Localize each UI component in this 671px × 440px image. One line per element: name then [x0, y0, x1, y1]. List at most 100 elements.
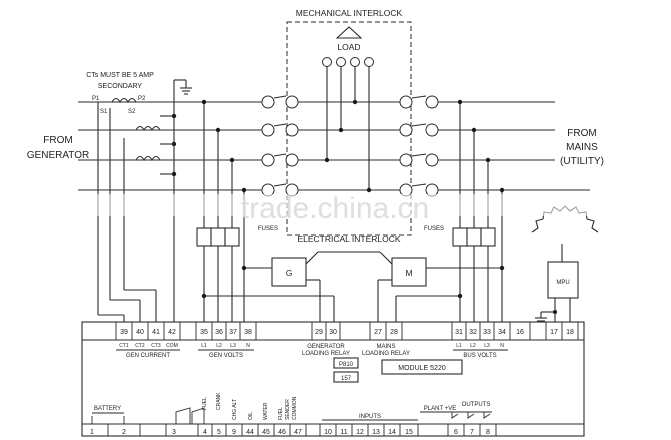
terminal-group-labels: CT1 CT2 CT3 COM GEN CURRENT L1 L2 L3 N G…	[116, 343, 508, 359]
from-mains-line2: MAINS	[566, 142, 598, 153]
terminal-30: 30	[329, 329, 337, 336]
chg-alt-label: CHG ALT	[232, 399, 238, 420]
terminal-46: 46	[278, 429, 286, 436]
terminal-37: 37	[229, 329, 237, 336]
mechanical-interlock-label: MECHANICAL INTERLOCK	[296, 8, 403, 18]
terminal-35: 35	[200, 329, 208, 336]
terminal-11: 11	[340, 429, 347, 436]
gen-contactor-coil	[271, 257, 307, 287]
module-label: MODULE 5220	[398, 365, 446, 372]
terminal-27: 27	[374, 329, 382, 336]
terminal-7: 7	[470, 429, 474, 436]
fuses-right-label: FUSES	[424, 226, 444, 232]
fuses-left-label: FUSES	[258, 226, 278, 232]
mechanical-interlock: MECHANICAL INTERLOCK	[286, 8, 412, 236]
bus-volts-l2: L2	[470, 343, 476, 349]
outputs-label: OUTPUTS	[462, 402, 491, 408]
watermark: trade.china.cn	[70, 192, 600, 225]
bus-volts-taps: FUSES	[424, 99, 505, 332]
s1-label: S1	[100, 109, 108, 115]
terminal-38: 38	[244, 329, 252, 336]
gen-current-ct1: CT1	[119, 343, 129, 349]
fuel-sender-common-line2: SENDER	[285, 399, 291, 420]
terminal-3: 3	[172, 429, 176, 436]
gen-loading-relay-line2: LOADING RELAY	[302, 351, 350, 357]
load-label: LOAD	[337, 42, 360, 52]
terminal-40: 40	[136, 329, 144, 336]
terminal-5: 5	[217, 429, 221, 436]
bus-volts-label: BUS VOLTS	[463, 353, 496, 359]
battery-label: BATTERY	[94, 406, 121, 412]
terminal-34: 34	[498, 329, 506, 336]
from-mains-line1: FROM	[567, 128, 596, 139]
terminal-strip-top: 39 40 41 42 35 36 37 38 29 30 27 28 31 3…	[115, 322, 579, 340]
terminal-4: 4	[203, 429, 207, 436]
p810-label: P810	[339, 362, 354, 368]
terminal-41: 41	[152, 329, 160, 336]
gen-current-ct3: CT3	[151, 343, 161, 349]
terminal-15: 15	[405, 429, 413, 436]
terminal-6: 6	[454, 429, 458, 436]
bottom-function-labels: BATTERY FUEL CRANK CHG ALT OIL WATER FUE…	[91, 392, 492, 424]
terminal-13: 13	[372, 429, 380, 436]
inputs-label: INPUTS	[359, 414, 381, 420]
terminal-17: 17	[550, 329, 558, 336]
terminal-33: 33	[483, 329, 491, 336]
terminal-12: 12	[356, 429, 364, 436]
load: LOAD	[298, 26, 400, 193]
label-157: 157	[341, 376, 352, 382]
terminal-29: 29	[315, 329, 323, 336]
terminal-14: 14	[388, 429, 396, 436]
s2-label: S2	[128, 109, 136, 115]
terminal-28: 28	[390, 329, 398, 336]
mains-contactor-coil	[391, 257, 427, 287]
mains-contactor-circles	[399, 95, 439, 197]
mpu-box	[547, 261, 579, 299]
cts-note-line1: CTs MUST BE 5 AMP	[86, 72, 154, 79]
terminal-32: 32	[469, 329, 477, 336]
from-generator-line2: GENERATOR	[27, 150, 89, 161]
mpu-label: MPU	[556, 280, 569, 286]
terminal-42: 42	[168, 329, 176, 336]
module-center: P810 157 MODULE 5220	[333, 357, 463, 383]
bus-volts-n: N	[500, 343, 504, 349]
gen-contactor-circles	[261, 95, 299, 197]
terminal-strip-bottom: 1 2 3 4 5 9 44 45 46 47 10 11 12 13 14 1…	[90, 424, 497, 436]
bus-volts-l1: L1	[456, 343, 462, 349]
from-mains: FROM MAINS (UTILITY)	[560, 128, 604, 167]
mains-loading-relay-line2: LOADING RELAY	[362, 351, 410, 357]
gen-current-com: COM	[166, 343, 178, 349]
mpu-sensor: MPU	[531, 205, 599, 322]
fuel-sender-common-line3: COMMON	[292, 396, 298, 420]
terminal-39: 39	[120, 329, 128, 336]
terminal-45: 45	[262, 429, 270, 436]
terminal-2: 2	[122, 429, 126, 436]
terminal-47: 47	[294, 429, 302, 436]
terminal-9: 9	[232, 429, 236, 436]
electrical-interlock: ELECTRICAL INTERLOCK G M	[201, 234, 505, 322]
watermark-text: trade.china.cn	[241, 192, 429, 225]
terminal-18: 18	[566, 329, 574, 336]
p2-label: P2	[138, 96, 146, 102]
gen-contactor-label: G	[286, 268, 293, 278]
terminal-8: 8	[486, 429, 490, 436]
terminal-16: 16	[516, 329, 524, 336]
terminal-10: 10	[324, 429, 332, 436]
gen-volts-l1: L1	[201, 343, 207, 349]
mains-contactor-label: M	[405, 268, 412, 278]
water-label: WATER	[263, 402, 269, 420]
electrical-interlock-label: ELECTRICAL INTERLOCK	[297, 234, 400, 244]
from-generator: FROM GENERATOR	[27, 135, 89, 161]
from-generator-line1: FROM	[43, 135, 72, 146]
crank-label: CRANK	[216, 392, 222, 410]
gen-loading-relay-line1: GENERATOR	[307, 344, 345, 350]
bus-volts-l3: L3	[484, 343, 490, 349]
gen-volts-l2: L2	[216, 343, 222, 349]
terminal-1: 1	[90, 429, 94, 436]
oil-label: OIL	[248, 412, 254, 420]
ct-note: CTs MUST BE 5 AMP SECONDARY P1 P2 S1 S2	[86, 72, 154, 115]
terminal-31: 31	[455, 329, 463, 336]
plant-ve-label: PLANT +VE	[424, 406, 456, 412]
mains-loading-relay-line1: MAINS	[376, 344, 395, 350]
